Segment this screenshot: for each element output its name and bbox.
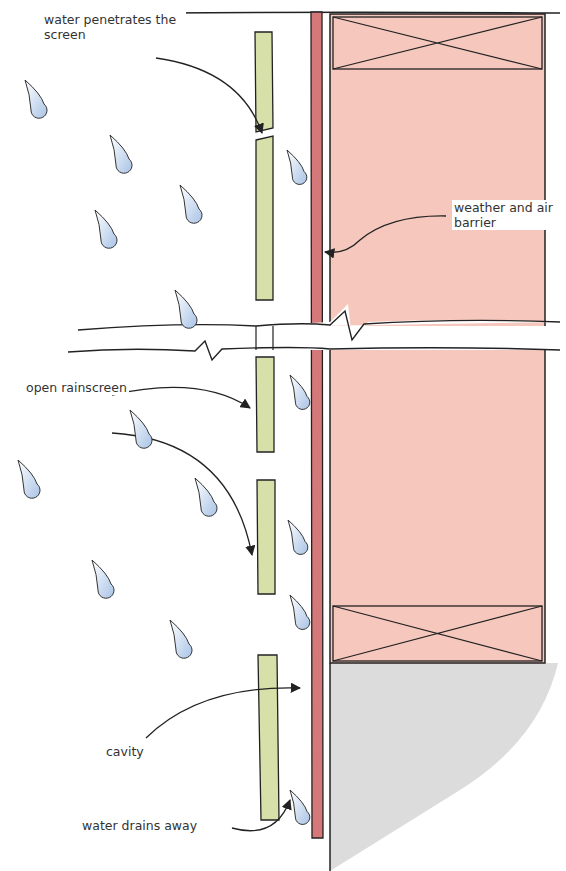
callout-label: water drains away <box>80 818 199 833</box>
raindrop <box>290 375 310 409</box>
callout-label: water penetrates the screen <box>42 12 186 42</box>
raindrop <box>195 478 217 516</box>
raindrop <box>175 290 197 328</box>
raindrop <box>170 620 192 658</box>
callout-label: weather and air barrier <box>452 200 556 230</box>
raindrop <box>130 410 152 448</box>
raindrop <box>25 80 47 118</box>
raindrop <box>290 595 310 629</box>
raindrop <box>110 135 132 173</box>
raindrop <box>180 185 202 223</box>
raindrop <box>287 150 307 184</box>
bottom-plate <box>333 606 542 661</box>
raindrop <box>290 790 310 824</box>
callout-label: open rainscreen <box>24 380 129 395</box>
foundation <box>330 663 558 871</box>
raindrop <box>95 210 117 248</box>
raindrop <box>288 520 308 554</box>
raindrop <box>18 460 40 498</box>
top-plate <box>333 17 542 69</box>
raindrop <box>92 560 114 598</box>
rainscreen-boards <box>255 32 279 820</box>
leader-arrows <box>112 58 446 831</box>
callout-label: cavity <box>104 744 146 759</box>
weather-air-barrier <box>311 12 323 838</box>
